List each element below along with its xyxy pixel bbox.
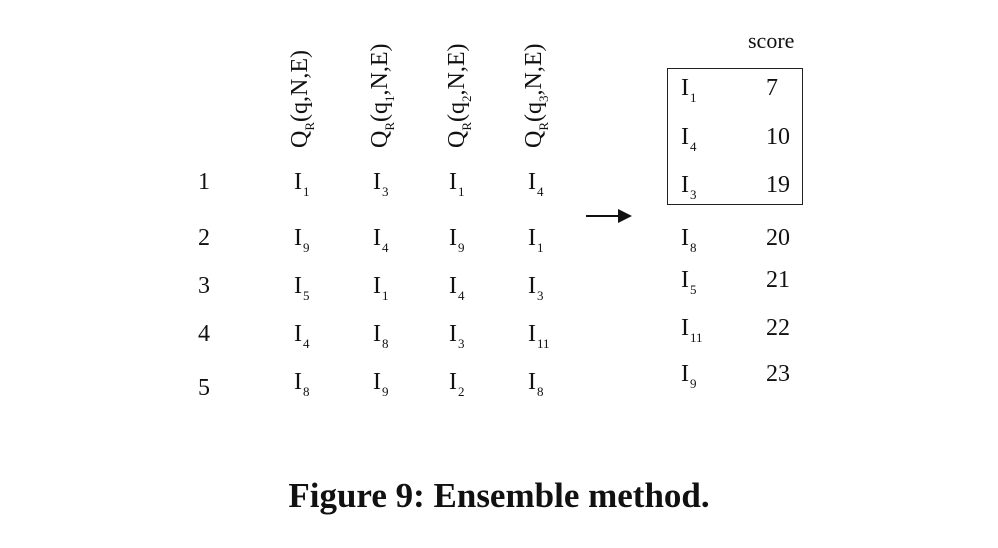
grid-cell: I9: [373, 369, 389, 399]
result-item: I3: [681, 172, 697, 202]
grid-cell: I1: [449, 169, 465, 199]
grid-cell: I5: [294, 273, 310, 303]
rank-label: 3: [198, 273, 210, 299]
result-item: I1: [681, 75, 697, 105]
grid-cell: I4: [528, 169, 544, 199]
rank-label: 2: [198, 225, 210, 251]
grid-cell: I3: [449, 321, 465, 351]
rank-label: 5: [198, 375, 210, 401]
grid-cell: I3: [373, 169, 389, 199]
column-header-q: QR(q,N,E): [287, 50, 317, 148]
rank-label: 1: [198, 169, 210, 195]
grid-cell: I8: [294, 369, 310, 399]
result-score: 20: [766, 225, 790, 251]
result-score: 22: [766, 315, 790, 341]
grid-cell: I4: [373, 225, 389, 255]
top-results-box: [667, 68, 803, 205]
result-item: I8: [681, 225, 697, 255]
grid-cell: I8: [528, 369, 544, 399]
grid-cell: I4: [294, 321, 310, 351]
grid-cell: I9: [449, 225, 465, 255]
grid-cell: I1: [528, 225, 544, 255]
arrow-right-icon: [586, 209, 632, 223]
result-score: 23: [766, 361, 790, 387]
result-item: I4: [681, 124, 697, 154]
grid-cell: I4: [449, 273, 465, 303]
column-header-q1: QR(q1,N,E): [367, 43, 397, 149]
result-item: I9: [681, 361, 697, 391]
result-item: I11: [681, 315, 703, 345]
result-score: 19: [766, 172, 790, 198]
result-score: 21: [766, 267, 790, 293]
column-header-q2: QR(q2,N,E): [444, 43, 474, 149]
column-header-q3: QR(q3,N,E): [521, 43, 551, 149]
grid-cell: I1: [294, 169, 310, 199]
result-score: 7: [766, 75, 778, 101]
result-item: I5: [681, 267, 697, 297]
grid-cell: I11: [528, 321, 550, 351]
figure-caption: Figure 9: Ensemble method.: [288, 476, 710, 515]
grid-cell: I2: [449, 369, 465, 399]
result-score: 10: [766, 124, 790, 150]
grid-cell: I1: [373, 273, 389, 303]
rank-label: 4: [198, 321, 210, 347]
score-header: score: [748, 28, 795, 53]
grid-cell: I3: [528, 273, 544, 303]
grid-cell: I9: [294, 225, 310, 255]
grid-cell: I8: [373, 321, 389, 351]
